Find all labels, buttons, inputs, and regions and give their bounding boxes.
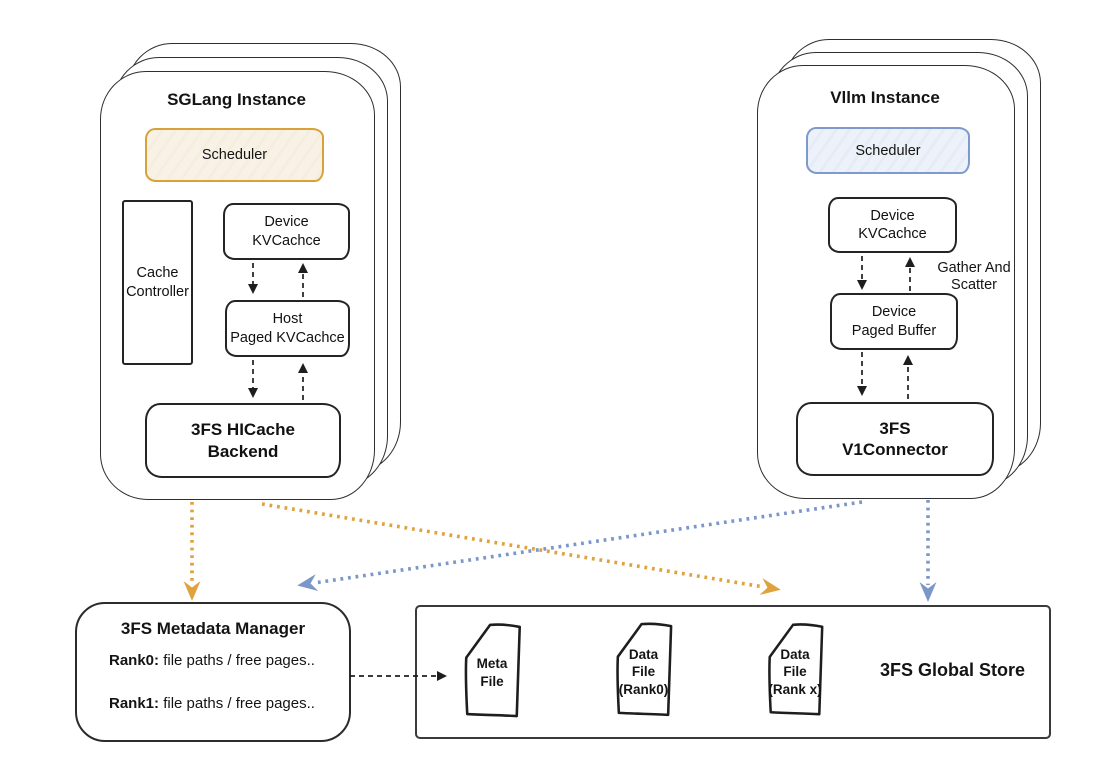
data-file-rankx-label: Data File (Rank x) (768, 646, 822, 697)
host-paged-kvcache-label: Host Paged KVCachce (230, 311, 345, 346)
data-file-rankx-icon: Data File (Rank x) (761, 619, 829, 720)
rank0-label: Rank0: (109, 652, 160, 669)
sglang-store-arrows (183, 502, 781, 601)
vllm-scheduler-box: Scheduler (806, 127, 970, 174)
meta-file-label: Meta File (476, 656, 508, 689)
vllm-store-arrows (297, 500, 937, 602)
vllm-instance-title: Vllm Instance (830, 88, 940, 107)
rank1-label: Rank1: (109, 695, 160, 712)
vllm-device-kvcache-box: Device KVCachce (828, 197, 957, 253)
rank0-text: file paths / free pages.. (159, 652, 315, 669)
data-file-rank0-icon: Data File (Rank0) (609, 619, 678, 720)
rank1-line: Rank1: file paths / free pages.. (109, 695, 315, 712)
document-icon (768, 623, 824, 716)
arrow-sglang-to-globalstore (261, 502, 781, 595)
host-paged-kvcache-box: Host Paged KVCachce (225, 300, 350, 357)
hicache-backend-box: 3FS HICache Backend (145, 403, 341, 478)
cache-controller-label: Cache Controller (126, 265, 189, 300)
vllm-device-kvcache-label: Device KVCachce (858, 207, 927, 242)
cache-controller-box: Cache Controller (122, 200, 193, 365)
sglang-scheduler-box: Scheduler (145, 128, 324, 182)
vllm-scheduler-label: Scheduler (855, 142, 921, 159)
global-store-title: 3FS Global Store (879, 660, 1026, 680)
data-file-rank0-label: Data File (Rank0) (618, 646, 669, 697)
sglang-device-kvcache-label: Device KVCachce (252, 214, 321, 249)
arrow-vllm-to-metadata (297, 500, 863, 591)
hicache-backend-label: 3FS HICache Backend (191, 420, 295, 461)
sglang-device-kvcache-box: Device KVCachce (223, 203, 350, 260)
metadata-manager-box: 3FS Metadata Manager Rank0: file paths /… (75, 602, 351, 742)
sglang-scheduler-label: Scheduler (201, 147, 268, 163)
sglang-instance-title: SGLang Instance (167, 90, 306, 109)
v1connector-box: 3FS V1Connector (796, 402, 994, 476)
document-icon (616, 622, 673, 717)
document-icon (464, 623, 522, 718)
meta-file-icon: Meta File (457, 621, 527, 720)
gather-scatter-label: Gather And Scatter (937, 260, 1011, 294)
metadata-manager-title: 3FS Metadata Manager (120, 619, 306, 638)
global-store-box (415, 605, 1051, 739)
v1connector-label: 3FS V1Connector (842, 418, 948, 459)
rank0-line: Rank0: file paths / free pages.. (109, 652, 315, 669)
device-paged-buffer-box: Device Paged Buffer (830, 293, 958, 350)
rank1-text: file paths / free pages.. (159, 695, 315, 712)
device-paged-buffer-label: Device Paged Buffer (851, 304, 937, 339)
